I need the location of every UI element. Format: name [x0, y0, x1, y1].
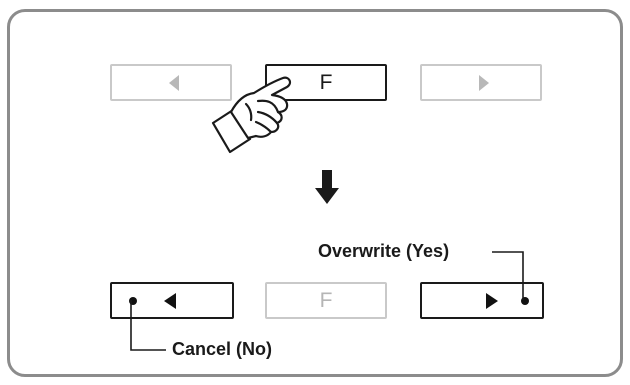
overwrite-leader-line: [492, 252, 523, 300]
arrow-down-icon: [315, 170, 339, 204]
cancel-leader-line: [131, 300, 166, 350]
pointing-hand-icon: [213, 78, 290, 152]
